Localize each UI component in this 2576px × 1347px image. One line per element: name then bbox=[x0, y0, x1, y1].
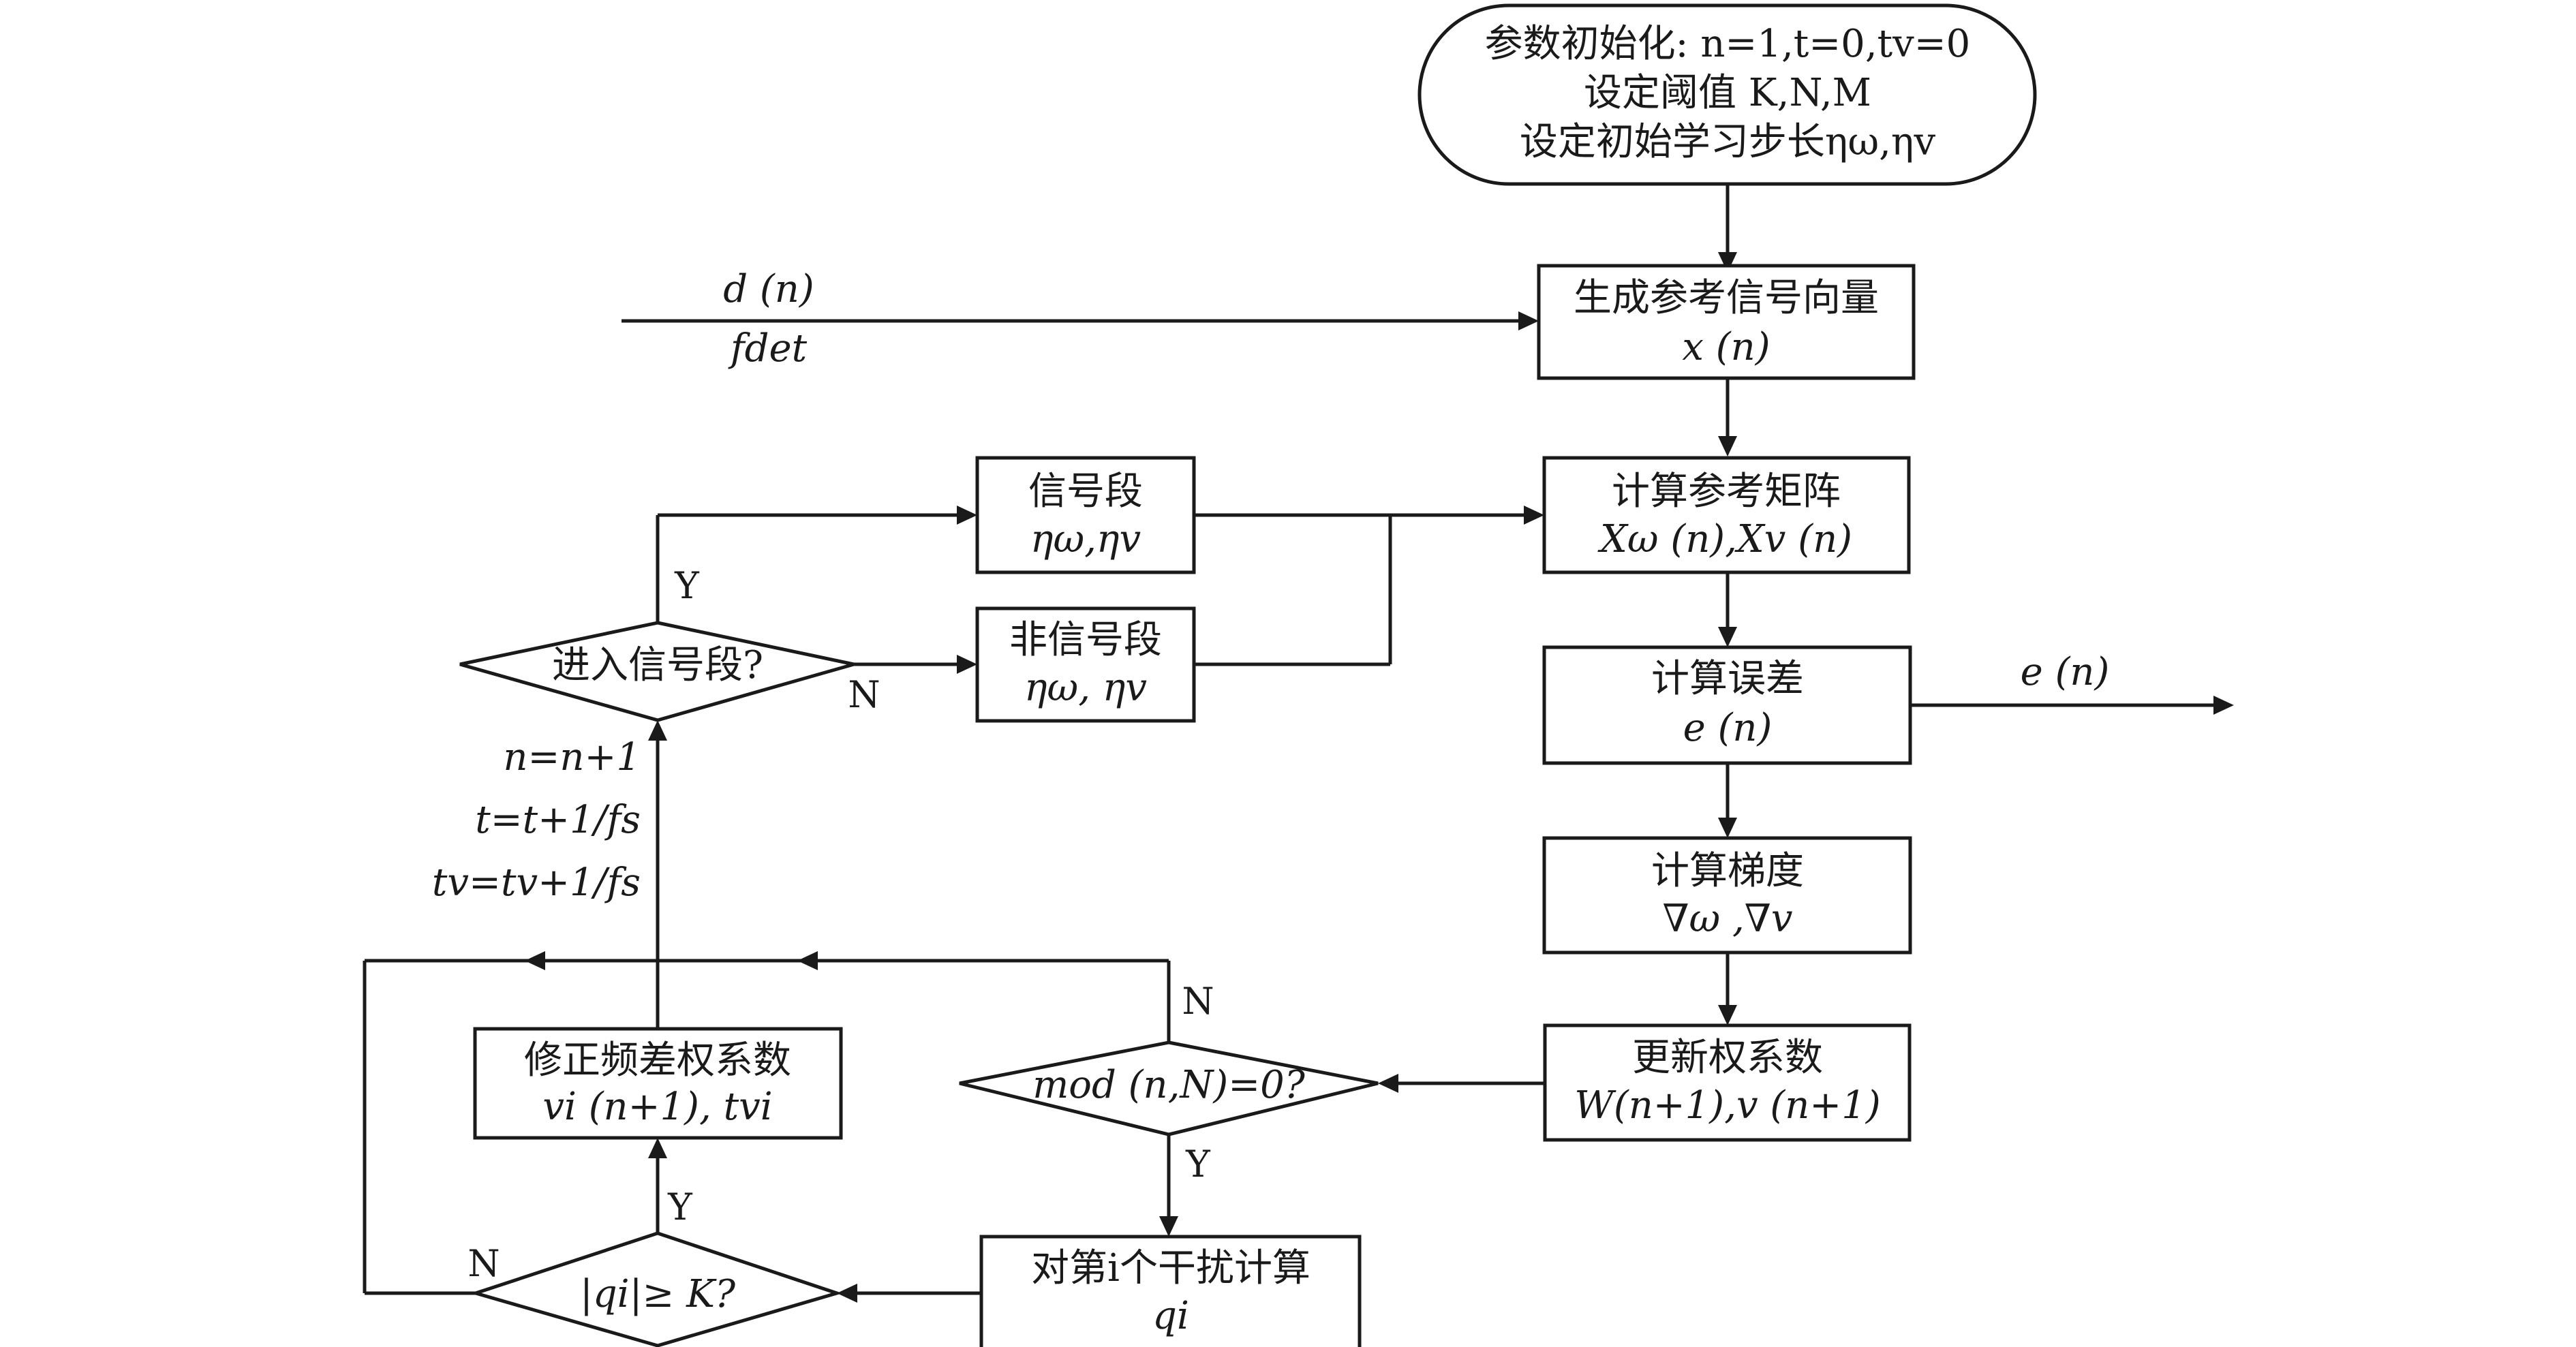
arrowhead bbox=[2213, 696, 2234, 715]
error-output-label: e (n) bbox=[2021, 650, 2110, 694]
generate-reference-title: 生成参考信号向量 bbox=[1574, 276, 1879, 320]
arrowhead bbox=[525, 951, 545, 970]
arrowhead bbox=[1159, 1216, 1178, 1237]
interference-title: 对第i个干扰计算 bbox=[1031, 1246, 1310, 1290]
compute-gradient-title: 计算梯度 bbox=[1651, 849, 1804, 893]
threshold-decision bbox=[470, 1231, 843, 1347]
arrowhead bbox=[1378, 1074, 1398, 1093]
nonsignal-segment-values: ηω, ηv bbox=[1024, 666, 1147, 710]
update-t-label: t=t+1/fs bbox=[475, 798, 641, 842]
reference-matrix-box bbox=[1542, 456, 1911, 574]
compute-error-box bbox=[1542, 645, 1912, 765]
arrowhead bbox=[1718, 627, 1737, 647]
arrowhead bbox=[957, 655, 977, 674]
signal-segment-title: 信号段 bbox=[1028, 469, 1143, 514]
generate-reference-box bbox=[1537, 264, 1916, 380]
compute-error-title: 计算误差 bbox=[1651, 657, 1804, 701]
mod-decision-text: mod (n,N)=0? bbox=[1032, 1063, 1306, 1107]
nonsignal-segment-box bbox=[975, 606, 1196, 723]
input-d-label: d (n) bbox=[723, 267, 814, 311]
correct-frequency-title: 修正频差权系数 bbox=[524, 1038, 791, 1083]
start-line-1: 参数初始化: n=1,t=0,tv=0 bbox=[1485, 22, 1971, 66]
threshold-yes-label: Y bbox=[667, 1186, 693, 1228]
threshold-decision-text: |qi|≥ K? bbox=[580, 1272, 736, 1316]
update-tv-label: tv=tv+1/fs bbox=[432, 861, 641, 905]
generate-reference-vector: x (n) bbox=[1682, 325, 1770, 369]
arrowhead bbox=[1718, 436, 1737, 456]
arrowhead bbox=[1718, 1005, 1737, 1025]
mod-yes-label: Y bbox=[1185, 1143, 1211, 1186]
arrowhead bbox=[1718, 252, 1737, 273]
arrowhead bbox=[1718, 818, 1737, 838]
signal-segment-values: ηω,ηv bbox=[1030, 517, 1141, 561]
update-n-label: n=n+1 bbox=[503, 735, 641, 779]
mod-no-label: N bbox=[1182, 980, 1214, 1023]
start-terminator bbox=[1417, 3, 2037, 186]
arrowhead bbox=[1518, 311, 1539, 330]
update-weights-title: 更新权系数 bbox=[1632, 1036, 1823, 1080]
enter-signal-decision-text: 进入信号段? bbox=[552, 643, 763, 687]
reference-matrix-title: 计算参考矩阵 bbox=[1612, 469, 1841, 514]
reference-matrix-values: Xω (n),Xv (n) bbox=[1597, 517, 1852, 561]
arrowhead bbox=[648, 1138, 667, 1158]
arrowhead bbox=[648, 720, 667, 741]
threshold-no-label: N bbox=[467, 1242, 500, 1285]
arrowhead bbox=[797, 951, 818, 970]
compute-error-value: e (n) bbox=[1683, 706, 1773, 750]
signal-segment-box bbox=[975, 456, 1196, 574]
interference-value: qi bbox=[1152, 1294, 1189, 1338]
compute-gradient-values: ∇ω ,∇v bbox=[1662, 897, 1792, 941]
arrowhead bbox=[1524, 506, 1544, 525]
start-line-2: 设定阈值 K,N,M bbox=[1584, 71, 1871, 115]
arrowhead bbox=[837, 1284, 857, 1303]
enter-signal-yes-label: Y bbox=[674, 564, 700, 607]
update-weights-box bbox=[1543, 1023, 1912, 1142]
update-weights-values: W(n+1),v (n+1) bbox=[1574, 1083, 1880, 1128]
nonsignal-segment-title: 非信号段 bbox=[1009, 618, 1162, 662]
compute-gradient-box bbox=[1542, 836, 1912, 955]
enter-signal-decision bbox=[459, 621, 855, 722]
start-line-3: 设定初始学习步长ηω,ηv bbox=[1520, 120, 1936, 164]
interference-box bbox=[979, 1235, 1362, 1347]
correct-frequency-box bbox=[473, 1027, 843, 1140]
mod-decision bbox=[959, 1040, 1379, 1136]
arrowhead bbox=[957, 506, 977, 525]
enter-signal-no-label: N bbox=[848, 673, 880, 716]
input-f-label: fdet bbox=[728, 326, 808, 371]
correct-frequency-values: vi (n+1), tvi bbox=[542, 1085, 772, 1129]
